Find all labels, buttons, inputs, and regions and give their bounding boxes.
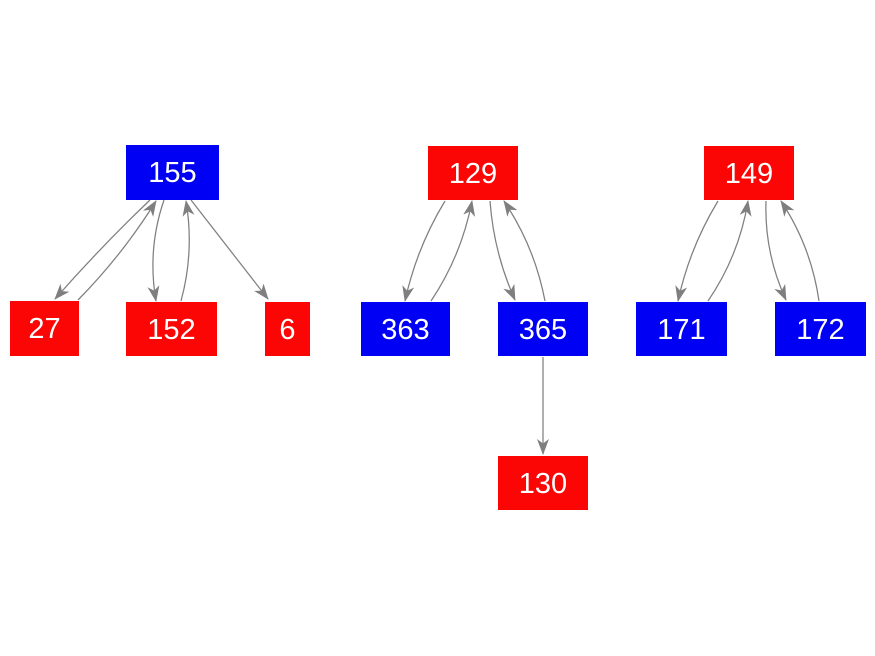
node-label: 152: [147, 313, 196, 346]
edge-155-152: [147, 199, 165, 302]
edge-129-363: [402, 200, 446, 302]
edge-155-27: [54, 199, 151, 300]
node-label: 149: [724, 157, 774, 190]
edge-171-149: [707, 200, 752, 302]
edge-152-155: [180, 200, 195, 302]
node-label: 365: [518, 313, 568, 346]
graph-node-6: 6: [265, 302, 310, 356]
node-label: 172: [796, 313, 845, 346]
node-label: 6: [279, 313, 296, 346]
graph-node-129: 129: [428, 146, 518, 200]
graph-node-130: 130: [498, 456, 588, 510]
node-label: 27: [28, 313, 61, 345]
graph-node-171: 171: [636, 302, 727, 356]
edge-group: [54, 199, 820, 455]
node-label: 363: [381, 313, 430, 346]
edge-149-172: [765, 200, 787, 301]
node-label: 129: [448, 157, 498, 190]
node-label: 155: [148, 157, 197, 189]
edge-365-129: [503, 200, 546, 302]
node-label: 130: [518, 467, 568, 500]
edge-172-149: [780, 200, 820, 302]
graph-node-172: 172: [775, 302, 866, 356]
graph-node-363: 363: [361, 302, 450, 356]
graph-node-365: 365: [498, 302, 588, 356]
edge-27-155: [77, 200, 157, 301]
edge-363-129: [430, 200, 476, 302]
graph-node-155: 155: [126, 145, 219, 200]
edge-129-365: [489, 200, 516, 301]
graph-node-152: 152: [126, 302, 217, 356]
node-label: 171: [657, 313, 706, 346]
edge-155-6: [190, 199, 269, 300]
edge-149-171: [675, 200, 719, 302]
graph-node-27: 27: [10, 301, 79, 356]
graph-node-149: 149: [704, 146, 794, 200]
